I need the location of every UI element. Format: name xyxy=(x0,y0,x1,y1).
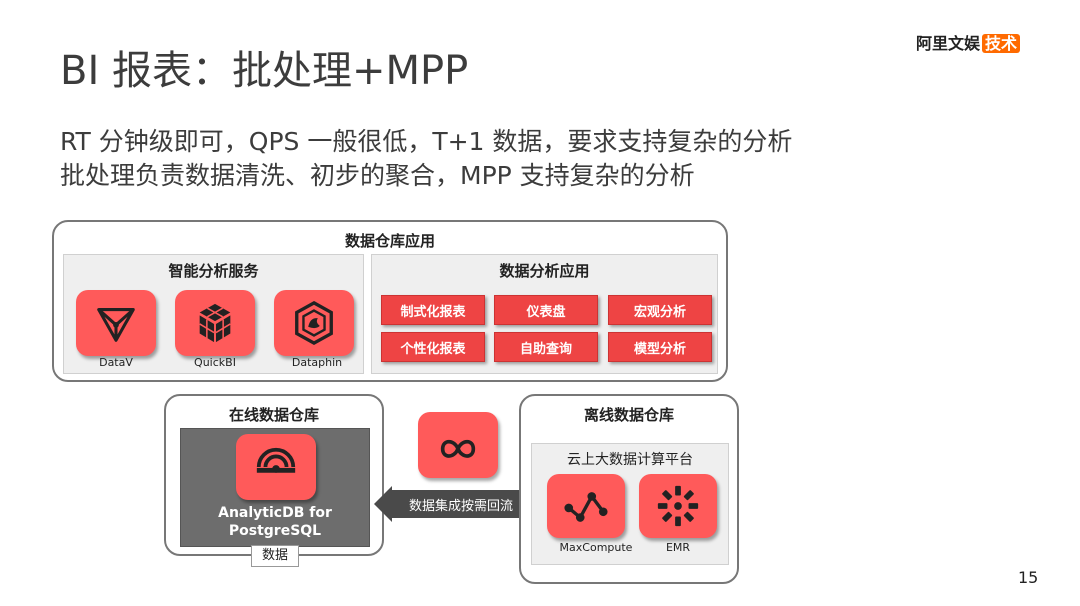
model-analysis-button[interactable]: 模型分析 xyxy=(608,332,712,362)
analyticdb-label-line2: PostgreSQL xyxy=(228,523,322,539)
quickbi-tile[interactable] xyxy=(175,290,255,356)
company-logo: 阿里文娱技术 xyxy=(916,30,1021,54)
maxcompute-tile[interactable] xyxy=(547,474,625,538)
subtitle-line-1: RT 分钟级即可，QPS 一般很低，T+1 数据，要求支持复杂的分析 xyxy=(60,127,793,156)
smart-analysis-title: 智能分析服务 xyxy=(168,262,259,280)
dataphin-tile[interactable] xyxy=(274,290,354,356)
data-flow-label: 数据集成按需回流 xyxy=(409,498,514,514)
analyticdb-icon xyxy=(256,447,296,473)
emr-icon xyxy=(657,485,699,527)
arrow-head xyxy=(374,486,392,522)
logo-text: 阿里文娱 xyxy=(916,34,981,53)
offline-dw-title: 离线数据仓库 xyxy=(583,406,674,424)
bigdata-platform-title: 云上大数据计算平台 xyxy=(567,452,693,468)
online-dw-title: 在线数据仓库 xyxy=(228,406,319,424)
custom-report-button[interactable]: 个性化报表 xyxy=(381,332,485,362)
warehouse-app-title: 数据仓库应用 xyxy=(344,232,435,250)
data-integration-icon xyxy=(440,439,476,458)
self-service-query-button[interactable]: 自助查询 xyxy=(494,332,598,362)
logo-highlight: 技术 xyxy=(982,34,1021,53)
data-integration-tile[interactable] xyxy=(418,412,498,478)
dataphin-label: Dataphin xyxy=(291,356,343,369)
data-flow-arrow: 数据集成按需回流 xyxy=(391,490,526,518)
page-title: BI 报表：批处理+MPP xyxy=(60,48,469,94)
dataphin-icon xyxy=(295,300,333,346)
dashboard-button[interactable]: 仪表盘 xyxy=(494,295,598,325)
datav-label: DataV xyxy=(99,356,133,369)
datav-icon xyxy=(97,308,135,342)
analyticdb-label-line1: AnalyticDB for xyxy=(218,505,332,521)
emr-tile[interactable] xyxy=(639,474,717,538)
macro-analysis-button[interactable]: 宏观分析 xyxy=(608,295,712,325)
subtitle-line-2: 批处理负责数据清洗、初步的聚合，MPP 支持复杂的分析 xyxy=(60,161,695,190)
standard-report-button[interactable]: 制式化报表 xyxy=(381,295,485,325)
datav-tile[interactable] xyxy=(76,290,156,356)
quickbi-label: QuickBI xyxy=(194,356,236,369)
quickbi-icon xyxy=(199,303,231,343)
analyticdb-tile[interactable] xyxy=(236,434,316,500)
data-tag: 数据 xyxy=(251,545,299,567)
maxcompute-icon xyxy=(564,492,608,522)
maxcompute-label: MaxCompute xyxy=(559,541,633,554)
emr-label: EMR xyxy=(665,541,691,554)
data-analysis-title: 数据分析应用 xyxy=(499,262,590,280)
page-number: 15 xyxy=(1018,568,1039,587)
